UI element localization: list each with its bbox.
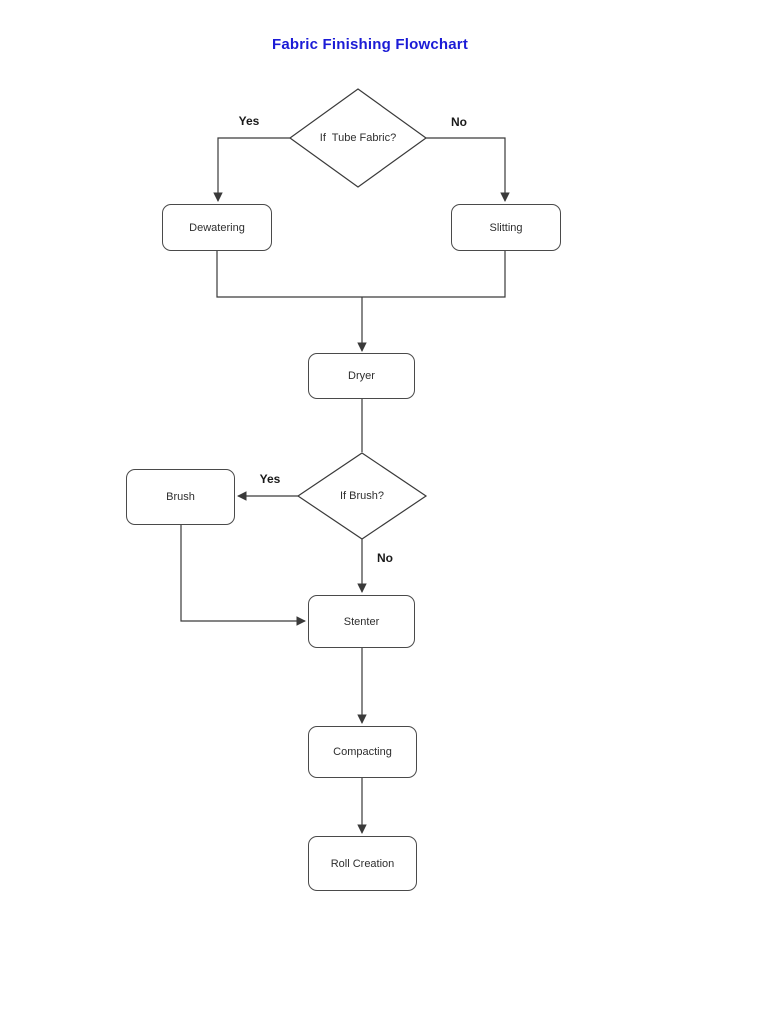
node-dryer: Dryer xyxy=(308,353,415,399)
decision-diamond-brush xyxy=(296,452,428,540)
node-brush: Brush xyxy=(126,469,235,525)
node-dewatering: Dewatering xyxy=(162,204,272,251)
edge-label-tube-no: No xyxy=(451,115,467,129)
edge-merge-dewatering-slitting xyxy=(216,251,506,298)
node-stenter-label: Stenter xyxy=(343,615,380,628)
node-dryer-label: Dryer xyxy=(348,370,375,382)
node-slitting: Slitting xyxy=(451,204,561,251)
node-roll-creation: Roll Creation xyxy=(308,836,417,891)
node-compacting: Compacting xyxy=(308,726,417,778)
edge-tube-yes-to-dewatering xyxy=(213,137,290,202)
edge-label-brush-yes: Yes xyxy=(259,472,281,486)
flowchart-title: Fabric Finishing Flowchart xyxy=(271,36,469,53)
edge-tube-no-to-slitting xyxy=(426,137,510,202)
node-dewatering-label: Dewatering xyxy=(189,221,245,234)
node-stenter: Stenter xyxy=(308,595,415,648)
decision-diamond-tube-fabric xyxy=(288,88,428,188)
edge-label-brush-no: No xyxy=(377,551,393,565)
node-compacting-label: Compacting xyxy=(333,746,392,758)
node-brush-label: Brush xyxy=(166,491,195,503)
edge-brush-to-stenter xyxy=(180,525,306,626)
node-slitting-label: Slitting xyxy=(489,221,523,234)
edge-label-tube-yes: Yes xyxy=(238,114,260,128)
node-roll-creation-label: Roll Creation xyxy=(330,857,395,870)
